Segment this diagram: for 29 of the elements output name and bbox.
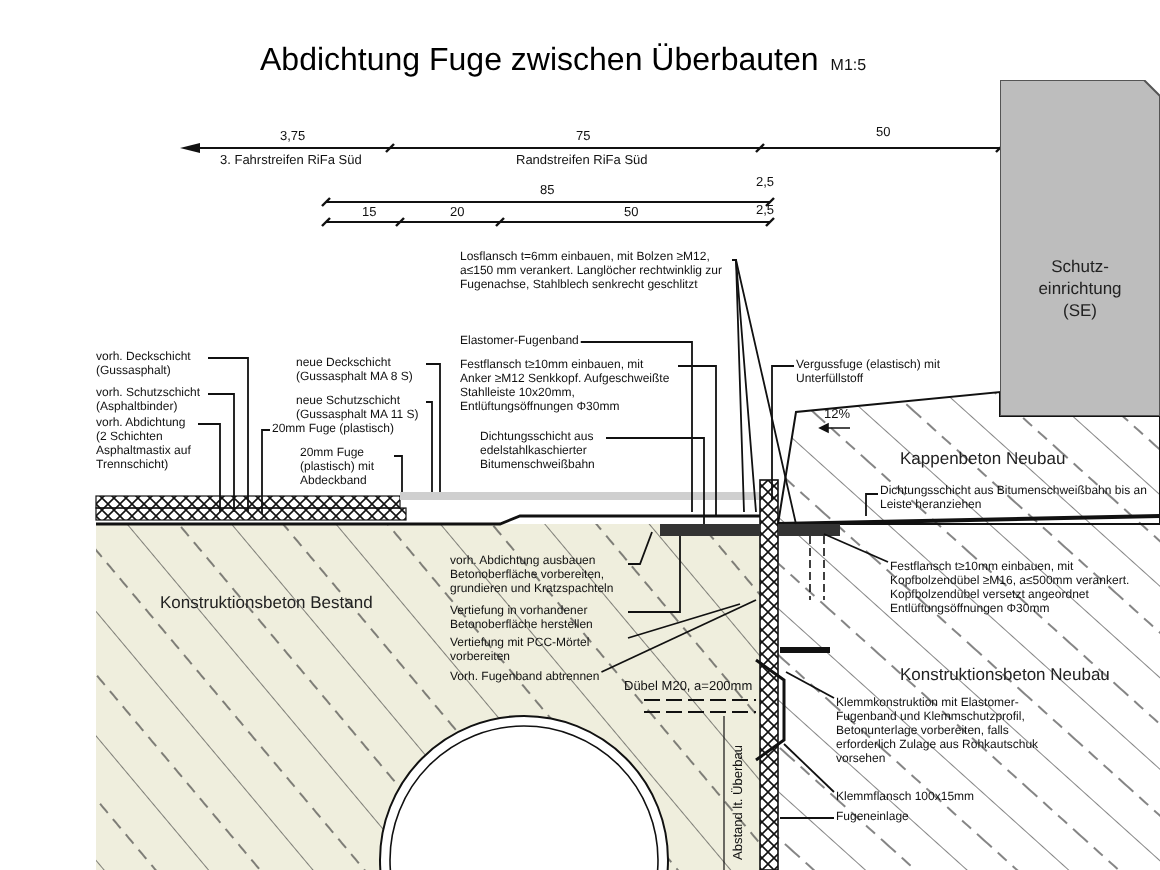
- leader-line: [627, 535, 681, 613]
- leader-line: [261, 429, 271, 515]
- leader-line: [425, 363, 441, 493]
- leader-line: [771, 365, 795, 501]
- leader-line: [627, 603, 741, 639]
- leader-line: [677, 365, 717, 517]
- leader-line: [207, 393, 235, 513]
- leader-line: [605, 437, 705, 525]
- region-label: Schutz- einrichtung (SE): [1036, 256, 1124, 322]
- leader-line: [731, 259, 745, 513]
- leader-line: [197, 423, 221, 513]
- leader-line: [785, 671, 835, 699]
- leader-line: [207, 357, 249, 513]
- barrier-block: [1000, 80, 1160, 416]
- region-label: Konstruktionsbeton Bestand: [160, 592, 373, 612]
- leader-line: [731, 259, 797, 525]
- leader-line: [600, 599, 757, 673]
- region-label: Konstruktionsbeton Neubau: [900, 664, 1110, 684]
- scale-label: M1:5: [830, 58, 867, 72]
- leader-line: [823, 533, 889, 563]
- leader-line: [425, 401, 433, 493]
- region-label: Kappenbeton Neubau: [900, 448, 1066, 468]
- leader-line: [783, 743, 835, 793]
- leader-line: [779, 817, 835, 819]
- leader-line: [627, 531, 653, 565]
- leader-line: [393, 455, 403, 493]
- leader-line: [579, 341, 693, 513]
- title: Abdichtung Fuge zwischen Überbauten: [260, 44, 819, 80]
- leader-line: [865, 493, 879, 517]
